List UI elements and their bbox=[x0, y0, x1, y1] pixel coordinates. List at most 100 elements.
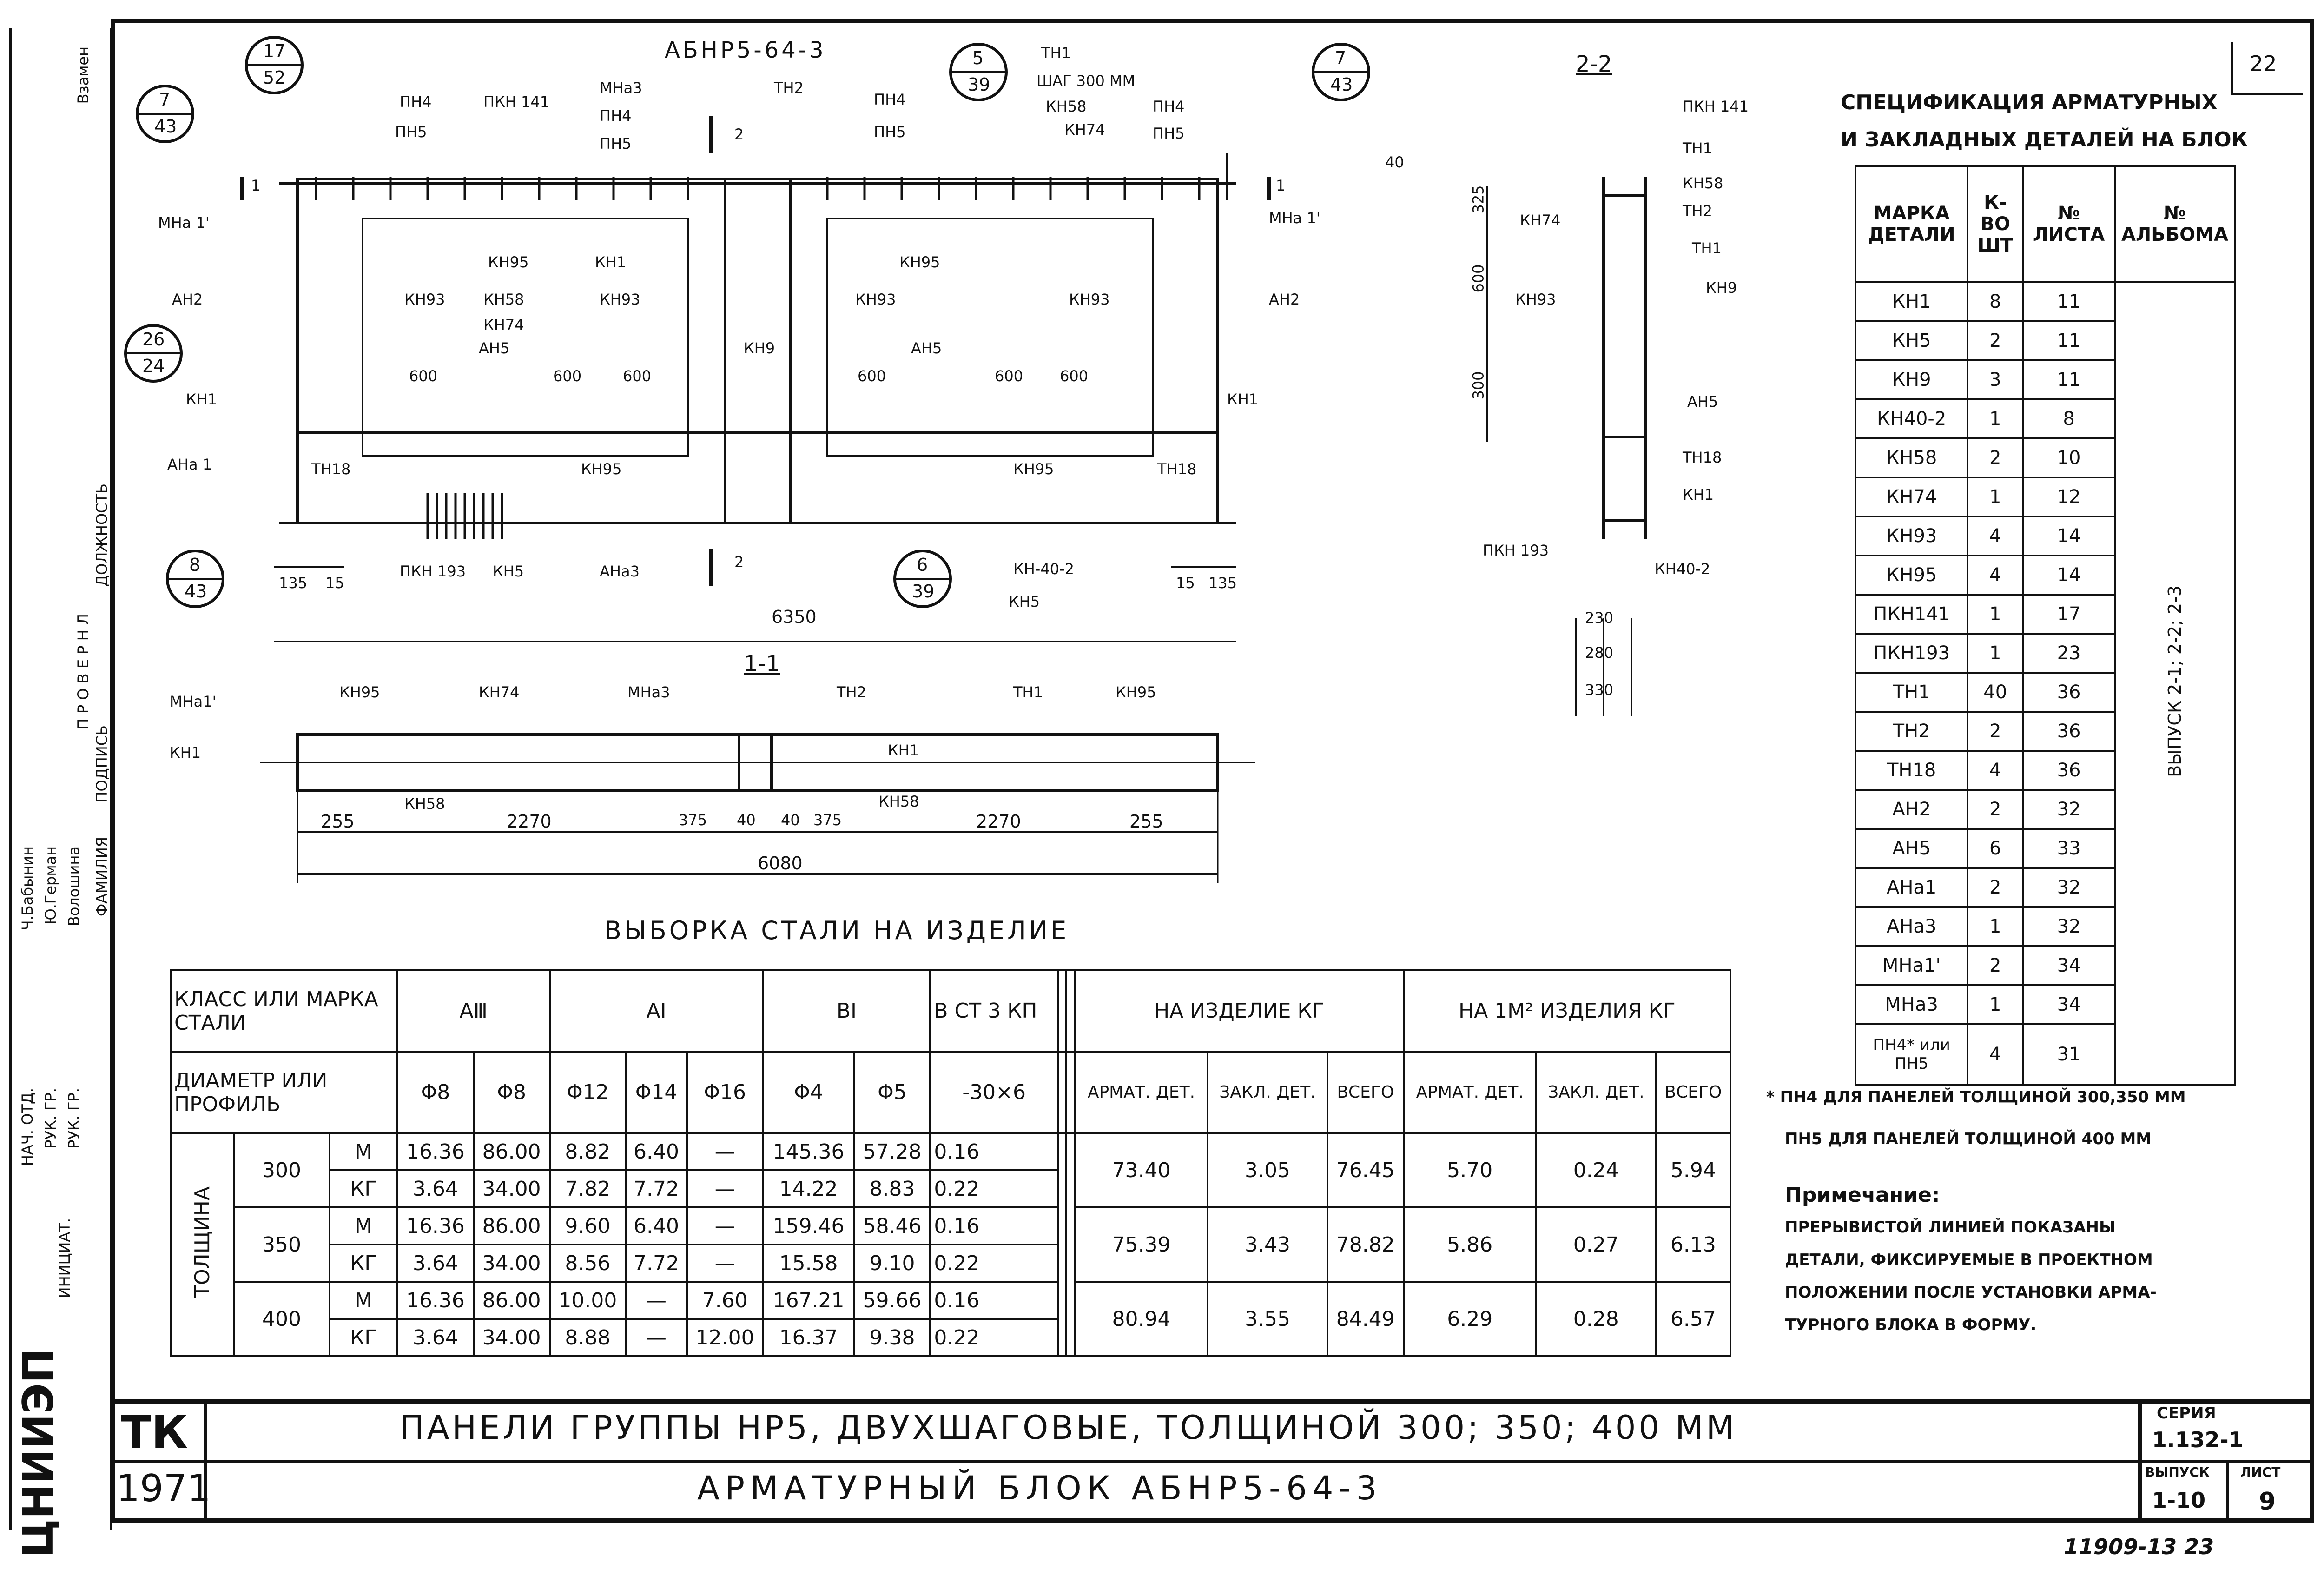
value-cell: 6.40 bbox=[625, 1206, 688, 1245]
callout-8-num: 8 bbox=[189, 555, 201, 575]
specification-table: МАРКА ДЕТАЛИ К-ВО ШТ № ЛИСТА № АЛЬБОМА К… bbox=[1854, 165, 2236, 1086]
spec-album-note: ВЫПУСК 2-1; 2-2; 2-3 bbox=[2164, 585, 2185, 777]
spec-sheet: 31 bbox=[2022, 1023, 2116, 1086]
label-ah2-l: АН2 bbox=[172, 291, 203, 308]
label-kn93-d: КН93 bbox=[1069, 291, 1110, 308]
spec-sheet: 32 bbox=[2022, 906, 2116, 947]
label-kn58-m: КН58 bbox=[483, 291, 524, 308]
value-cell: — bbox=[686, 1206, 764, 1245]
h-m2: НА 1М² ИЗДЕЛИЯ КГ bbox=[1402, 969, 1732, 1053]
s22-d300: 300 bbox=[1469, 371, 1487, 400]
value-cell: — bbox=[625, 1318, 688, 1357]
footnote-line2: ПН5 ДЛЯ ПАНЕЛЕЙ ТОЛЩИНОЙ 400 ММ bbox=[1785, 1130, 2152, 1148]
label-d600-e: 600 bbox=[995, 367, 1023, 385]
total-cell: 5.70 bbox=[1402, 1132, 1537, 1208]
total-cell: 76.45 bbox=[1326, 1132, 1405, 1208]
archive-stamp: 11909-13 23 bbox=[2064, 1534, 2214, 1559]
spec-qty: 2 bbox=[1967, 437, 2024, 478]
spec-mark: КН95 bbox=[1854, 555, 1969, 596]
total-cell: 75.39 bbox=[1074, 1206, 1209, 1283]
value-cell: 0.22 bbox=[929, 1244, 1059, 1283]
h-vst: В СТ 3 КП bbox=[929, 969, 1059, 1053]
label-kn5-b: КН5 bbox=[1009, 593, 1040, 610]
label-kn74-m: КН74 bbox=[483, 316, 524, 334]
total-cell: 3.55 bbox=[1207, 1281, 1328, 1357]
label-pn5-a: ПН5 bbox=[395, 123, 427, 141]
value-cell: 145.36 bbox=[762, 1132, 855, 1171]
spec-mark: МНа3 bbox=[1854, 984, 1969, 1025]
value-cell: 86.00 bbox=[472, 1132, 551, 1171]
s11-d375-l: 375 bbox=[679, 811, 707, 829]
sub-m2-1: ЗАКЛ. ДЕТ. bbox=[1535, 1051, 1657, 1134]
spec-sheet: 36 bbox=[2022, 750, 2116, 791]
label-kn93-c: КН93 bbox=[855, 291, 896, 308]
thickness-400: 400 bbox=[233, 1281, 330, 1357]
label-kn1-a: КН1 bbox=[595, 253, 627, 271]
label-ana1: АНа 1 bbox=[167, 456, 212, 473]
spec-qty: 2 bbox=[1967, 789, 2024, 830]
value-cell: — bbox=[686, 1169, 764, 1208]
label-tn1-top: ТН1 bbox=[1041, 44, 1071, 62]
s22-d330: 330 bbox=[1585, 681, 1614, 699]
label-mna1-l: МНа 1' bbox=[158, 214, 210, 232]
label-mna3: МНа3 bbox=[600, 79, 642, 97]
label-kn58-top: КН58 bbox=[1046, 98, 1087, 115]
h-a1: АⅠ bbox=[548, 969, 764, 1053]
h-b1: ВⅠ bbox=[762, 969, 931, 1053]
series-value: 1.132-1 bbox=[2152, 1427, 2244, 1452]
table-row: ТОЛЩИНА 300 М 16.36 86.00 8.82 6.40 — 14… bbox=[170, 1132, 1732, 1357]
s11-kn74: КН74 bbox=[479, 683, 520, 701]
value-cell: 86.00 bbox=[472, 1206, 551, 1245]
spec-title-1: СПЕЦИФИКАЦИЯ АРМАТУРНЫХ bbox=[1841, 91, 2218, 114]
sub-product-2: ВСЕГО bbox=[1326, 1051, 1405, 1134]
unit-cell: М bbox=[329, 1206, 398, 1245]
callout-26-den: 24 bbox=[142, 356, 165, 376]
spec-album-cell: ВЫПУСК 2-1; 2-2; 2-3 bbox=[2113, 281, 2236, 1086]
spec-qty: 1 bbox=[1967, 906, 2024, 947]
label-kn95-b: КН95 bbox=[899, 253, 940, 271]
label-tn18-r: ТН18 bbox=[1157, 460, 1197, 478]
note-line-3: ПОЛОЖЕНИИ ПОСЛЕ УСТАНОВКИ АРМА- bbox=[1785, 1283, 2157, 1302]
label-kn5-a: КН5 bbox=[493, 563, 524, 580]
label-kn402: КН-40-2 bbox=[1013, 560, 1074, 578]
value-cell: 159.46 bbox=[762, 1206, 855, 1245]
spec-h-mark: МАРКА ДЕТАЛИ bbox=[1854, 165, 1969, 283]
value-cell: 7.82 bbox=[548, 1169, 627, 1208]
spec-qty: 1 bbox=[1967, 594, 2024, 635]
spec-qty: 4 bbox=[1967, 750, 2024, 791]
total-cell: 78.82 bbox=[1326, 1206, 1405, 1283]
diam-6: Φ5 bbox=[853, 1051, 931, 1134]
label-kn93-b: КН93 bbox=[600, 291, 640, 308]
diam-1: Φ8 bbox=[472, 1051, 551, 1134]
table-row: 400 М 16.36 86.00 10.00 — 7.60 167.21 59… bbox=[171, 1281, 1732, 1357]
section-2-2-title: 2-2 bbox=[1576, 51, 1612, 77]
spec-title-2: И ЗАКЛАДНЫХ ДЕТАЛЕЙ НА БЛОК bbox=[1841, 128, 2248, 152]
spec-mark: КН74 bbox=[1854, 477, 1969, 517]
spec-mark: АНа3 bbox=[1854, 906, 1969, 947]
thickness-350: 350 bbox=[233, 1206, 330, 1283]
h-product: НА ИЗДЕЛИЕ КГ bbox=[1074, 969, 1405, 1053]
h-class: КЛАСС ИЛИ МАРКА СТАЛИ bbox=[170, 969, 398, 1053]
value-cell: 59.66 bbox=[853, 1281, 931, 1320]
spec-qty: 4 bbox=[1967, 1023, 2024, 1086]
value-cell: 9.10 bbox=[853, 1244, 931, 1283]
callout-5-num: 5 bbox=[972, 48, 984, 68]
s22-pkn193: ПКН 193 bbox=[1483, 542, 1549, 559]
callout-5-den: 39 bbox=[968, 74, 990, 95]
value-cell: 167.21 bbox=[762, 1281, 855, 1320]
total-cell: 3.43 bbox=[1207, 1206, 1328, 1283]
spec-mark: ТН18 bbox=[1854, 750, 1969, 791]
callout-26-num: 26 bbox=[142, 329, 165, 350]
unit-cell: КГ bbox=[329, 1244, 398, 1283]
label-kn9: КН9 bbox=[744, 339, 775, 357]
sub-product-0: АРМАТ. ДЕТ. bbox=[1074, 1051, 1209, 1134]
